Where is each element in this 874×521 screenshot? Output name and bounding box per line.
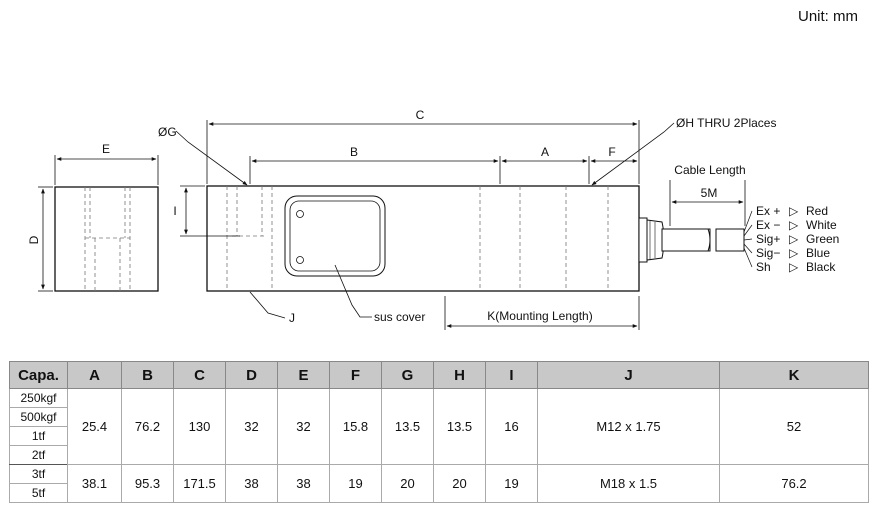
wire-color: Black bbox=[806, 260, 836, 274]
unit-label: Unit: mm bbox=[798, 8, 858, 25]
value-cell: M12 x 1.75 bbox=[537, 388, 720, 465]
value-cell: 20 bbox=[433, 464, 486, 503]
dim-i-label: I bbox=[173, 204, 176, 218]
load-cell-drawing: E D sus cover bbox=[27, 108, 839, 330]
column-header: J bbox=[537, 361, 720, 389]
cable-length-label: Cable Length bbox=[674, 163, 745, 177]
value-cell: 32 bbox=[225, 388, 278, 465]
dim-a-label: A bbox=[541, 145, 549, 159]
value-cell: 38 bbox=[277, 464, 330, 503]
capacity-cell: 500kgf bbox=[9, 407, 68, 427]
wire-color: White bbox=[806, 218, 837, 232]
table-header-row: Capa. A B C D E F G H I J K bbox=[9, 361, 869, 389]
dim-b-label: B bbox=[350, 145, 358, 159]
value-cell: 15.8 bbox=[329, 388, 382, 465]
value-cell: M18 x 1.5 bbox=[537, 464, 720, 503]
table-row: 250kgf 25.4 76.2 130 32 32 15.8 13.5 13.… bbox=[9, 388, 869, 465]
value-cell: 25.4 bbox=[67, 388, 122, 465]
column-header: K bbox=[719, 361, 869, 389]
value-cell: 19 bbox=[329, 464, 382, 503]
value-cell: 38.1 bbox=[67, 464, 122, 503]
dim-e-label: E bbox=[102, 142, 110, 156]
dim-f-label: F bbox=[608, 145, 615, 159]
dim-k-label: K(Mounting Length) bbox=[487, 309, 592, 323]
value-cell: 76.2 bbox=[121, 388, 174, 465]
wire-color: Blue bbox=[806, 246, 830, 260]
column-header: H bbox=[433, 361, 486, 389]
wire-arrow: ▷ bbox=[789, 260, 799, 274]
column-header: F bbox=[329, 361, 382, 389]
capacity-cell: 2tf bbox=[9, 445, 68, 465]
value-cell: 32 bbox=[277, 388, 330, 465]
column-header: I bbox=[485, 361, 538, 389]
column-header: D bbox=[225, 361, 278, 389]
cable-5m-label: 5M bbox=[701, 186, 718, 200]
sus-cover-label: sus cover bbox=[374, 310, 425, 324]
hole-label: ØH THRU 2Places bbox=[676, 116, 776, 130]
column-header: Capa. bbox=[9, 361, 68, 389]
capacity-cell: 5tf bbox=[9, 483, 68, 503]
wire-arrow: ▷ bbox=[789, 232, 799, 246]
end-view: E D bbox=[27, 142, 159, 292]
column-header: G bbox=[381, 361, 434, 389]
column-header: C bbox=[173, 361, 226, 389]
table-row: 3tf 38.1 95.3 171.5 38 38 19 20 20 19 M1… bbox=[9, 464, 869, 503]
wire-arrow: ▷ bbox=[789, 218, 799, 232]
value-cell: 76.2 bbox=[719, 464, 869, 503]
main-view: sus cover C B A F ØG bbox=[158, 108, 776, 330]
value-cell: 38 bbox=[225, 464, 278, 503]
wire-signal: Ex + bbox=[756, 204, 780, 218]
wire-arrow: ▷ bbox=[789, 204, 799, 218]
value-cell: 13.5 bbox=[433, 388, 486, 465]
spec-table: Capa. A B C D E F G H I J K 250kgf 25.4 … bbox=[9, 361, 869, 503]
value-cell: 171.5 bbox=[173, 464, 226, 503]
dim-d-label: D bbox=[27, 235, 41, 244]
dim-j-label: J bbox=[289, 311, 295, 325]
value-cell: 20 bbox=[381, 464, 434, 503]
capacity-cell: 250kgf bbox=[9, 388, 68, 408]
dim-g-label: ØG bbox=[158, 125, 177, 139]
column-header: B bbox=[121, 361, 174, 389]
value-cell: 95.3 bbox=[121, 464, 174, 503]
dim-c-label: C bbox=[416, 108, 425, 122]
wire-signal: Sig+ bbox=[756, 232, 780, 246]
capacity-cell: 1tf bbox=[9, 426, 68, 446]
value-cell: 130 bbox=[173, 388, 226, 465]
capacity-cell: 3tf bbox=[9, 464, 68, 484]
table-row: 5tf bbox=[9, 483, 869, 503]
wire-color: Green bbox=[806, 232, 839, 246]
value-cell: 19 bbox=[485, 464, 538, 503]
column-header: E bbox=[277, 361, 330, 389]
value-cell: 52 bbox=[719, 388, 869, 465]
wire-arrow: ▷ bbox=[789, 246, 799, 260]
value-cell: 13.5 bbox=[381, 388, 434, 465]
wire-color: Red bbox=[806, 204, 828, 218]
wire-signal: Sig− bbox=[756, 246, 780, 260]
wire-list: Ex + ▷ Red Ex − ▷ White Sig+ ▷ Green Sig… bbox=[756, 204, 839, 274]
wire-signal: Sh bbox=[756, 260, 771, 274]
column-header: A bbox=[67, 361, 122, 389]
wire-signal: Ex − bbox=[756, 218, 780, 232]
value-cell: 16 bbox=[485, 388, 538, 465]
